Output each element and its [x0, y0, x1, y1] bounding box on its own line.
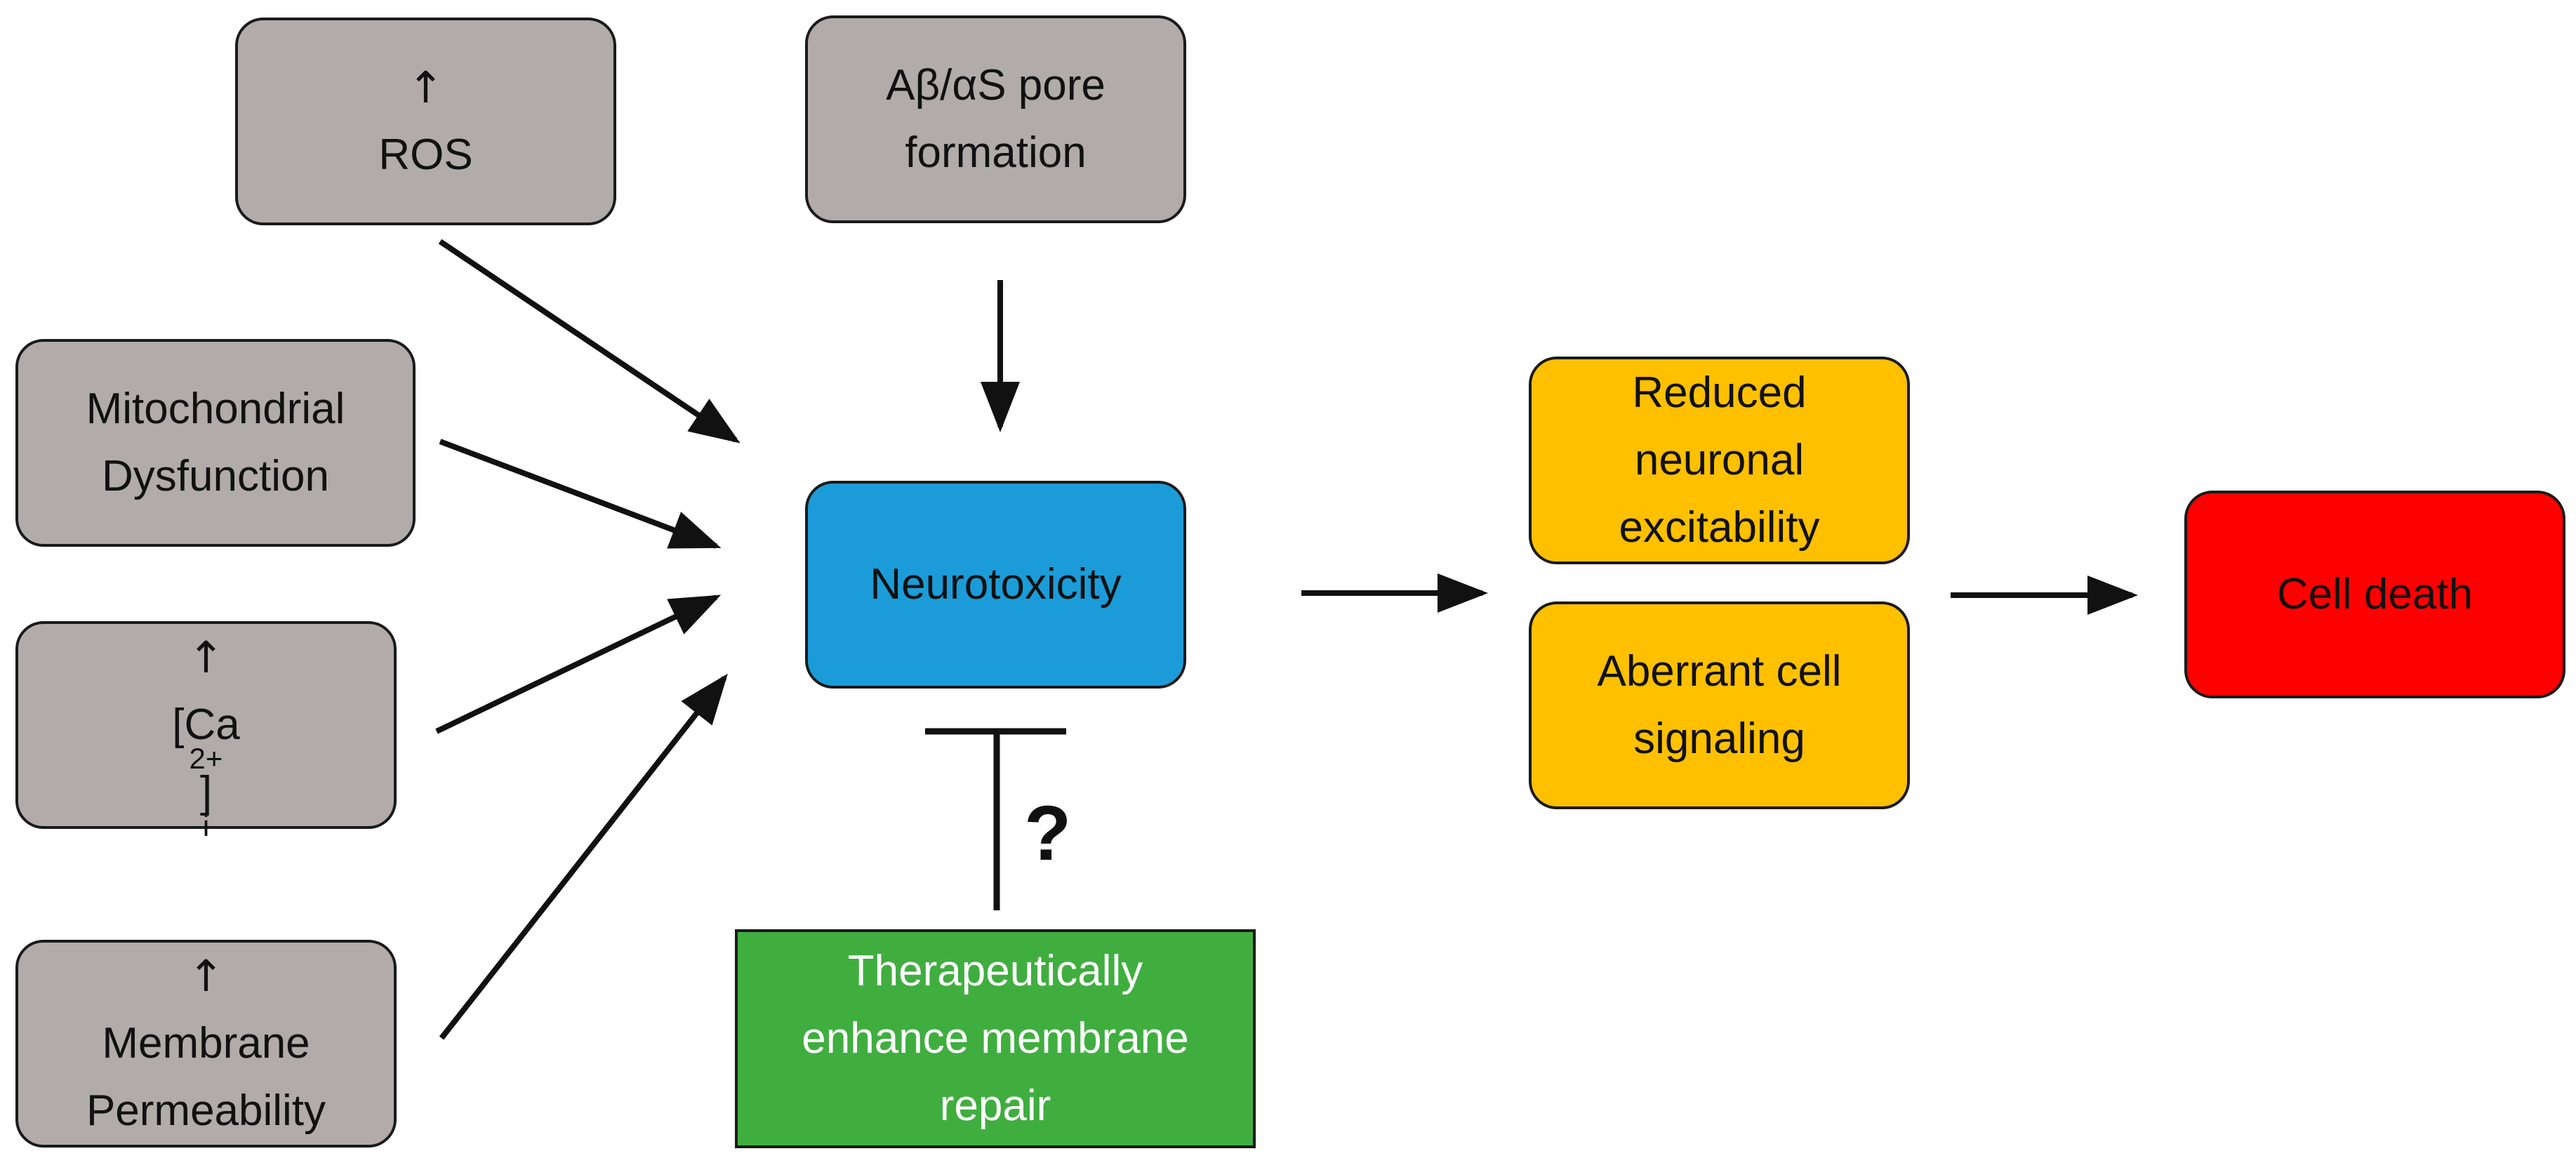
cell-death-label: Cell death: [2276, 570, 2474, 618]
reduced-line2: neuronal: [1634, 436, 1805, 484]
membrane-line1: ↑Membrane: [86, 943, 326, 1077]
arrow-mito-to-neurotoxicity: [439, 439, 722, 549]
up-arrow-icon: ↑: [407, 62, 444, 113]
repair-line1: Therapeutically: [847, 947, 1143, 995]
cell-death-box: Cell death: [2184, 491, 2565, 698]
aberrant-line2: signaling: [1633, 714, 1805, 763]
aberrant-line1: Aberrant cell: [1597, 647, 1842, 696]
arrow-calcium-to-neurotoxicity: [435, 594, 722, 734]
arrow-ros-to-neurotoxicity: [438, 239, 741, 444]
mitochondrial-line1: Mitochondrial: [86, 385, 345, 433]
repair-line3: repair: [939, 1082, 1051, 1130]
repair-line2: enhance membrane: [802, 1014, 1189, 1063]
up-arrow-icon: ↑: [187, 632, 225, 683]
mitochondrial-line2: Dysfunction: [102, 452, 329, 500]
neurotoxicity-label: Neurotoxicity: [870, 560, 1122, 609]
ros-box: ↑ROS: [235, 18, 616, 225]
reduced-excitability-box: Reduced neuronal excitability: [1529, 357, 1910, 564]
question-mark: ?: [1024, 790, 1072, 877]
ros-label: ↑ROS: [378, 54, 472, 189]
mitochondrial-dysfunction-box: Mitochondrial Dysfunction: [15, 339, 416, 547]
pore-formation-box: Aβ/αS pore formation: [805, 15, 1186, 223]
pore-formation-line2: formation: [905, 128, 1087, 177]
reduced-line1: Reduced: [1632, 368, 1807, 417]
pore-formation-line1: Aβ/αS pore: [886, 61, 1106, 109]
membrane-line2: Permeability: [86, 1086, 326, 1135]
membrane-permeability-box: ↑Membrane Permeability: [15, 940, 397, 1148]
membrane-repair-box: Therapeutically enhance membrane repair: [735, 929, 1256, 1148]
neurotoxicity-box: Neurotoxicity: [805, 481, 1186, 689]
up-arrow-icon: ↑: [187, 950, 225, 1002]
aberrant-signaling-box: Aberrant cell signaling: [1529, 601, 1910, 809]
arrow-membrane-to-neurotoxicity: [439, 673, 728, 1040]
reduced-line3: excitability: [1619, 503, 1820, 552]
